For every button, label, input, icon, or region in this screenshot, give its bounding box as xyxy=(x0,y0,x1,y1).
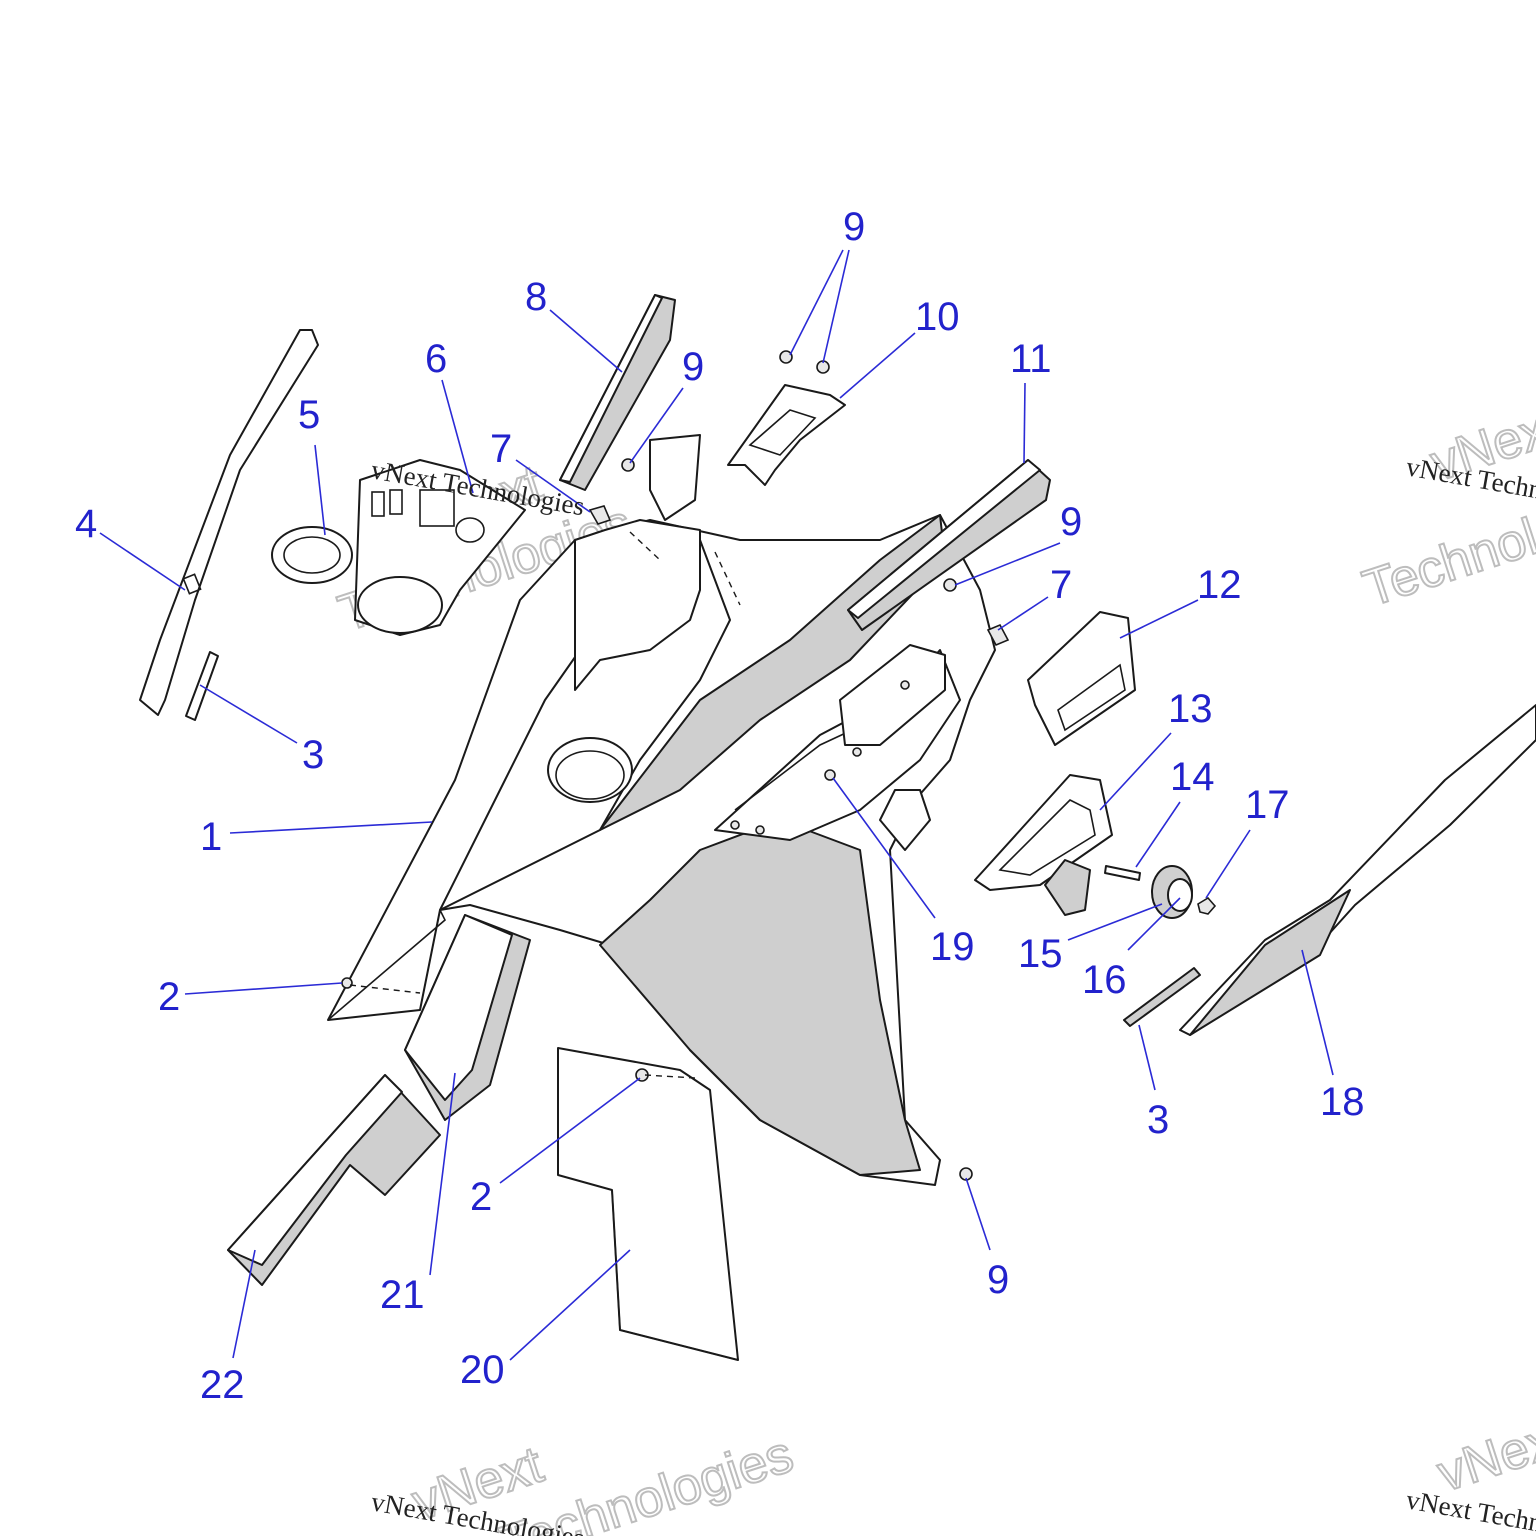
part-1-lower-shade xyxy=(599,819,921,1176)
callout-16: 16 xyxy=(1082,958,1127,1002)
callout-8: 8 xyxy=(525,275,547,319)
part-13-handle-boss xyxy=(1044,859,1091,916)
part-8-top xyxy=(559,294,663,483)
dash-part-9-upper xyxy=(714,551,741,606)
watermark-group-right: vNext Technologies xyxy=(1355,395,1536,619)
callout-4: 4 xyxy=(75,502,97,546)
part-1-cupholder-inner xyxy=(555,750,625,800)
part-10-bracket xyxy=(727,384,846,486)
callout-17: 17 xyxy=(1245,783,1290,827)
callout-19: 19 xyxy=(930,925,975,969)
part-1-screw-b xyxy=(755,825,765,835)
dash-part-9-center xyxy=(629,531,661,561)
part-6-slot-b xyxy=(389,489,403,515)
part-13-handle-inner xyxy=(998,799,1096,876)
callout-7-center: 7 xyxy=(490,427,512,471)
callout-20: 20 xyxy=(460,1348,505,1392)
watermark-group-bottom: vNext Technologies vNext xyxy=(404,1406,1536,1536)
part-1-screw-d xyxy=(900,680,910,690)
watermark-vnext-outline-bottom-right: vNext xyxy=(1431,1407,1536,1503)
callout-2-center: 2 xyxy=(470,1175,492,1219)
part-1-left-edge xyxy=(327,909,446,1021)
callout-7-right: 7 xyxy=(1050,563,1072,607)
part-1-cupholder-ring xyxy=(547,737,633,803)
callout-2-left: 2 xyxy=(158,975,180,1019)
part-20-panel xyxy=(557,1047,739,1361)
part-3-right-strip xyxy=(1123,967,1201,1027)
part-6-ring xyxy=(357,576,443,634)
callout-12: 12 xyxy=(1197,563,1242,607)
part-6-window xyxy=(419,489,455,527)
part-7-clip-right xyxy=(986,623,1010,647)
part-6-slot-a xyxy=(371,491,385,517)
part-5-bezel-inner xyxy=(283,536,341,574)
part-10-window xyxy=(748,409,817,456)
part-5-bezel-ring xyxy=(271,526,353,584)
callout-9-center: 9 xyxy=(682,345,704,389)
part-17-nut xyxy=(1197,896,1217,915)
callout-6: 6 xyxy=(425,337,447,381)
part-20-edge xyxy=(611,1189,739,1361)
part-18-shade xyxy=(1189,889,1351,1036)
callout-1: 1 xyxy=(200,815,222,859)
part-4-trim-strip xyxy=(139,329,319,716)
part-14-bolt xyxy=(1104,865,1141,881)
callout-11: 11 xyxy=(1010,337,1052,381)
callout-14: 14 xyxy=(1170,755,1215,799)
part-6-hole xyxy=(455,517,485,543)
callout-9-bottom: 9 xyxy=(987,1258,1009,1302)
leader-lines xyxy=(99,249,1334,1361)
part-12-switch-slots xyxy=(1057,663,1126,732)
part-22-face xyxy=(227,1074,403,1266)
callout-9-right: 9 xyxy=(1060,500,1082,544)
part-1-screw-a xyxy=(730,820,740,830)
part-1-screw-c xyxy=(852,747,862,757)
part-21-face xyxy=(404,914,513,1101)
part-upper-bracket xyxy=(574,519,701,691)
part-19-screw xyxy=(824,769,836,781)
part-12-switch-bezel xyxy=(1027,611,1136,746)
dash-part-2-left xyxy=(349,984,421,994)
part-9-screw-top-a xyxy=(779,350,793,364)
dash-part-2-center xyxy=(644,1074,696,1079)
callout-15: 15 xyxy=(1018,932,1063,976)
part-4-clip xyxy=(182,573,202,595)
callout-3-left: 3 xyxy=(302,733,324,777)
callout-3-right: 3 xyxy=(1147,1098,1169,1142)
callout-10: 10 xyxy=(915,295,960,339)
part-1-tab xyxy=(879,789,931,851)
part-11-top xyxy=(847,459,1041,619)
callout-13: 13 xyxy=(1168,687,1213,731)
callout-18: 18 xyxy=(1320,1080,1365,1124)
part-7-clip-center xyxy=(588,505,612,525)
part-2-screw-left xyxy=(341,977,353,989)
part-1-switch-window xyxy=(839,644,946,746)
callout-labels: 1 2 2 3 3 4 5 6 7 7 8 9 9 9 9 10 11 12 1… xyxy=(75,205,1365,1407)
callout-5: 5 xyxy=(298,393,320,437)
part-upper-bracket-tab xyxy=(649,434,701,521)
callout-9-top: 9 xyxy=(843,205,865,249)
part-13-handle-bezel xyxy=(974,774,1113,891)
callout-22: 22 xyxy=(200,1363,245,1407)
part-9-screw-right xyxy=(943,578,957,592)
callout-21: 21 xyxy=(380,1273,425,1317)
